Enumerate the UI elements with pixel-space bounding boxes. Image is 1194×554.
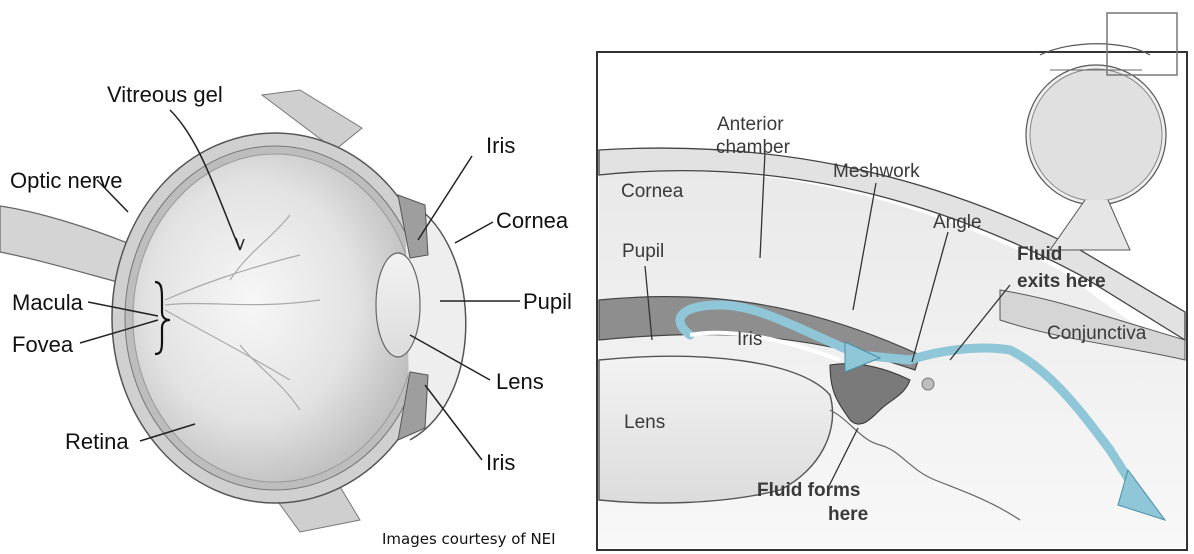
trabecular-dot <box>922 378 934 390</box>
retina-layer <box>133 154 417 482</box>
label-conjunctiva: Conjunctiva <box>1047 323 1147 344</box>
label-pupil: Pupil <box>523 289 572 314</box>
label-angle: Angle <box>933 212 982 233</box>
label-vitreous-gel: Vitreous gel <box>107 82 223 107</box>
label-cornea: Cornea <box>496 208 569 233</box>
label-meshwork: Meshwork <box>833 161 920 182</box>
label-detail-cornea: Cornea <box>621 181 684 202</box>
label-iris-bottom: Iris <box>486 450 515 475</box>
image-credit: Images courtesy of NEI <box>382 530 556 548</box>
label-lens: Lens <box>496 369 544 394</box>
label-fluid-exits-1: Fluid <box>1017 244 1062 265</box>
label-macula: Macula <box>12 290 84 315</box>
label-chamber: chamber <box>716 137 791 158</box>
label-fluid-forms-1: Fluid forms <box>757 480 860 501</box>
label-anterior: Anterior <box>717 114 784 135</box>
label-fluid-forms-2: here <box>828 504 868 525</box>
label-retina: Retina <box>65 429 129 454</box>
label-fovea: Fovea <box>12 332 74 357</box>
label-optic-nerve: Optic nerve <box>10 168 123 193</box>
label-fluid-exits-2: exits here <box>1017 271 1106 292</box>
label-detail-iris: Iris <box>737 329 762 350</box>
label-detail-lens: Lens <box>624 412 665 433</box>
label-iris-top: Iris <box>486 133 515 158</box>
label-detail-pupil: Pupil <box>622 241 664 262</box>
lens-shape <box>376 253 420 357</box>
